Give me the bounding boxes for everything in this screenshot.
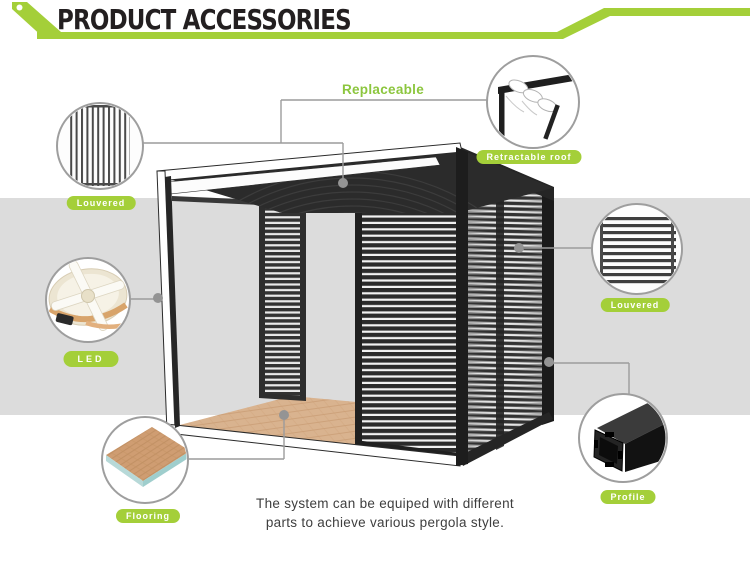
label-pill-louvered-right: Louvered [600,298,670,312]
replaceable-label: Replaceable [341,82,425,97]
callout-louvered-right [591,203,683,295]
callout-profile [578,393,668,483]
callout-line-louvered-left [142,99,488,183]
ribbon-hole [16,4,23,11]
caption-line-2: parts to achieve various pergola style. [265,515,505,530]
header-green-ribbon [12,2,750,39]
louvered-horizontal-swatch [600,216,676,284]
label-pill-led: LED [63,351,119,367]
callout-line-flooring [187,416,285,460]
caption-line-1: The system can be equiped with different [256,496,514,511]
callout-flooring [101,416,189,504]
louvered-vertical-swatch [70,105,130,186]
front-right-post [456,147,468,466]
retractable-roof-illustration [498,73,578,140]
label-pill-louvered-left: Louvered [66,196,136,210]
pergola-illustration [156,142,554,467]
aluminum-profile-illustration [593,396,666,472]
front-left-post-lining [165,176,180,428]
callout-retractable-roof [486,55,580,149]
caption: The system can be equiped with different… [185,494,585,532]
label-pill-flooring: Flooring [116,509,180,523]
page-title: PRODUCT ACCESSORIES [57,3,352,36]
front-frame [156,142,463,467]
callout-louvered-left [56,102,144,190]
label-pill-profile: Profile [600,490,656,504]
callout-lines [130,99,630,460]
callout-anchor-dots [153,178,554,420]
back-left-louvered-panel [259,197,306,401]
callout-led [45,257,131,343]
callout-line-profile [549,362,630,395]
back-rail-left [172,196,262,205]
label-pill-retractable-roof: Retractable roof [476,150,582,164]
right-louvered-face [458,146,554,466]
led-strip-reel-illustration [48,260,129,331]
pergola-ceiling [162,149,553,213]
flooring-deck-illustration [106,427,187,487]
